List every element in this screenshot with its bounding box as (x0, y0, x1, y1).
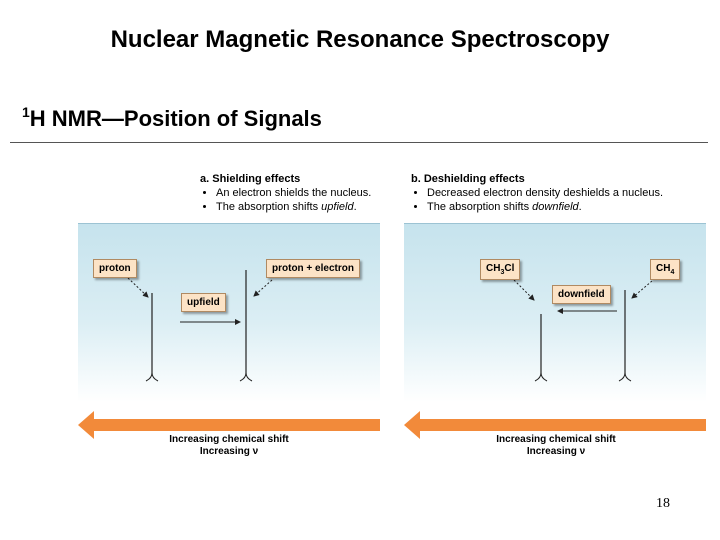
upfield-label: upfield (181, 293, 226, 312)
shielding-bullet-2: The absorption shifts upfield. (216, 200, 371, 214)
shielding-description: a. Shielding effects An electron shields… (200, 172, 371, 214)
ch4-pointer-icon (631, 280, 653, 299)
ch3cl-label: CH3Cl (480, 259, 521, 280)
ch3cl-pointer-icon (513, 279, 535, 301)
shielding-caption-line-2: Increasing ν (199, 446, 259, 457)
proton-pointer-icon (127, 277, 149, 298)
proton-label: proton (93, 259, 137, 278)
proton-electron-label: proton + electron (266, 259, 360, 278)
page-number: 18 (656, 496, 670, 511)
slide-title: Nuclear Magnetic Resonance Spectroscopy (110, 26, 610, 53)
shielding-caption-line-1: Increasing chemical shift (169, 434, 289, 445)
title-divider (10, 142, 708, 143)
deshielding-description: b. Deshielding effects Decreased electro… (411, 172, 663, 214)
deshielding-caption-line-1: Increasing chemical shift (496, 434, 616, 445)
downfield-label: downfield (552, 285, 611, 304)
deshielding-caption-line-2: Increasing ν (526, 446, 586, 457)
shielding-shift-arrow-icon (78, 411, 380, 439)
subtitle-text: H NMR—Position of Signals (29, 106, 322, 131)
deshielding-shift-arrow-icon (404, 411, 706, 439)
deshielding-bullet-1: Decreased electron density deshields a n… (427, 186, 663, 200)
deshielding-peak-ch3cl (534, 314, 548, 382)
shielding-peak-proton (145, 293, 159, 382)
shielding-heading: a. Shielding effects (200, 173, 301, 185)
shielding-caption: Increasing chemical shift Increasing ν (129, 434, 329, 458)
deshielding-panel (404, 223, 706, 402)
deshielding-caption: Increasing chemical shift Increasing ν (456, 434, 656, 458)
section-subtitle: 1H NMR—Position of Signals (22, 104, 322, 132)
shielding-panel (78, 223, 380, 402)
shielding-peak-proton-electron (239, 270, 253, 382)
deshielding-bullet-2: The absorption shifts downfield. (427, 200, 663, 214)
subtitle-superscript: 1 (22, 104, 30, 120)
deshielding-heading: b. Deshielding effects (411, 173, 525, 185)
ch4-label: CH4 (650, 259, 681, 280)
deshielding-peak-ch4 (618, 290, 632, 382)
shielding-bullet-1: An electron shields the nucleus. (216, 186, 371, 200)
proton-electron-pointer-icon (253, 279, 273, 297)
